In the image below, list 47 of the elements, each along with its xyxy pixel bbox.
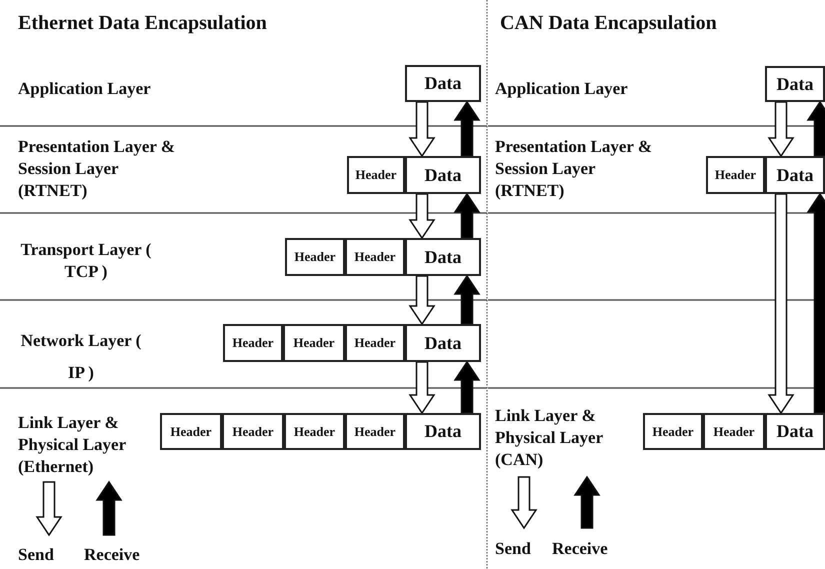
header-box: Header [345, 324, 405, 362]
hollow-block-arrow [768, 101, 794, 158]
layer-name: Link Layer & Physical Layer (Ethernet) [18, 412, 127, 478]
legend-label: Receive [552, 538, 608, 560]
header-box: Header [345, 413, 405, 450]
hollow-block-arrow [408, 101, 436, 158]
solid-block-arrow [454, 192, 480, 239]
data-box: Data [405, 324, 481, 362]
data-box: Data [405, 156, 481, 194]
header-box: Header [222, 413, 284, 450]
header-box: Header [347, 156, 405, 194]
data-box: Data [405, 413, 481, 450]
layer-name: Network Layer ( IP ) [20, 330, 142, 384]
data-box: Data [765, 413, 825, 450]
header-box: Header [284, 413, 345, 450]
hollow-block-arrow [408, 361, 436, 414]
header-box: Header [285, 238, 345, 276]
header-box: Header [283, 324, 345, 362]
data-box: Data [765, 156, 825, 194]
solid-block-arrow [454, 274, 480, 325]
layer-name: Application Layer [18, 78, 152, 100]
data-box: Data [405, 238, 481, 276]
header-box: Header [223, 324, 283, 362]
legend-label: Send [495, 538, 531, 560]
solid-block-arrow [454, 100, 480, 157]
header-box: Header [706, 156, 765, 194]
header-box: Header [160, 413, 222, 450]
layer-name: Application Layer [495, 78, 629, 100]
solid-block-arrow [806, 192, 825, 414]
header-box: Header [345, 238, 405, 276]
solid-block-arrow [454, 360, 480, 414]
layer-name: Transport Layer ( TCP ) [20, 239, 152, 284]
layer-name: Link Layer & Physical Layer (CAN) [495, 405, 604, 472]
hollow-block-arrow [408, 275, 436, 326]
section-heading: Ethernet Data Encapsulation [18, 11, 267, 36]
legend-label: Receive [84, 544, 140, 566]
data-box: Data [765, 66, 825, 102]
layer-name: Presentation Layer & Session Layer (RTNET) [495, 136, 654, 202]
hollow-block-arrow [768, 193, 794, 414]
header-box: Header [643, 413, 703, 450]
legend-label: Send [18, 544, 54, 566]
hollow-block-arrow [408, 193, 436, 240]
layer-name: Presentation Layer & Session Layer (RTNET) [18, 136, 176, 202]
header-box: Header [703, 413, 765, 450]
data-box: Data [405, 65, 481, 102]
section-heading: CAN Data Encapsulation [500, 11, 717, 36]
solid-block-arrow [806, 100, 825, 157]
